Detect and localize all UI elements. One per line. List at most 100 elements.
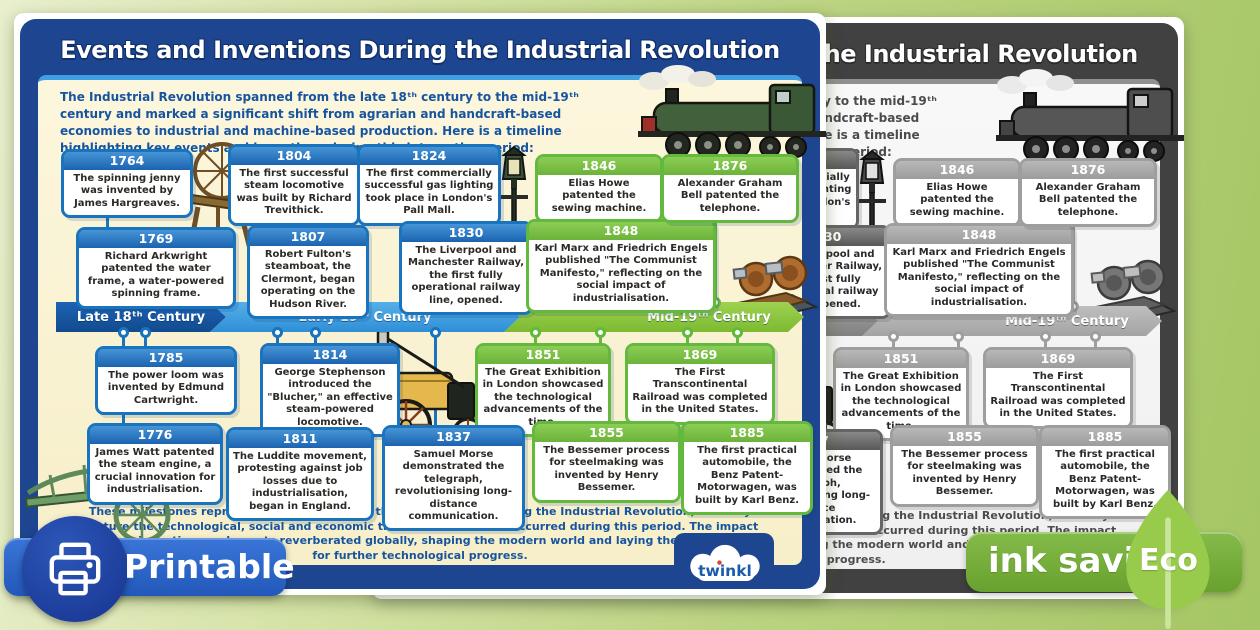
timeline-connector-dot — [118, 327, 129, 338]
event-year: 1811 — [229, 430, 371, 448]
event-year: 1876 — [664, 157, 796, 175]
event-text: Alexander Graham Bell patented the telep… — [677, 178, 783, 214]
timeline-connector-dot — [272, 327, 283, 338]
eco-label: Eco — [1139, 543, 1198, 578]
event-text: The spinning jenny was invented by James… — [73, 173, 181, 209]
era-label: Mid-19ᵗʰ Century — [1005, 313, 1129, 329]
page-title: Events and Inventions During the Industr… — [60, 36, 780, 64]
event-year: 1804 — [231, 147, 357, 165]
event-year: 1885 — [1042, 428, 1168, 446]
ink-saving-badge: ink saving Eco — [962, 488, 1260, 630]
twinkl-wordmark: twinkl — [698, 562, 752, 580]
timeline-layer: The Industrial Revolution spanned from t… — [14, 13, 826, 595]
event-year: 1830 — [402, 224, 530, 242]
printable-badge-circle — [22, 516, 128, 622]
event-text: The Bessemer process for steelmaking was… — [543, 445, 670, 494]
event-year: 1848 — [887, 226, 1071, 244]
event-stem — [144, 328, 147, 350]
timeline-connector-dot — [888, 331, 899, 342]
timeline-connector-dot — [732, 327, 743, 338]
timeline-connector-dot — [140, 327, 151, 338]
event-year: 1851 — [478, 346, 608, 364]
printable-label: Printable — [124, 547, 295, 586]
steam-train-illustration — [638, 65, 826, 158]
event-year: 1869 — [628, 346, 772, 364]
event-year: 1837 — [385, 428, 522, 446]
timeline-connector-dot — [310, 327, 321, 338]
event-text: Robert Fulton's steamboat, the Clermont,… — [260, 249, 356, 310]
event-year: 1776 — [90, 426, 220, 444]
event-text: Elias Howe patented the sewing machine. — [551, 178, 647, 214]
color-page-preview[interactable]: Events and Inventions During the Industr… — [14, 13, 826, 595]
timeline-connector-dot — [530, 327, 541, 338]
eco-leaf-icon — [1126, 489, 1210, 630]
event-text: The Bessemer process for steelmaking was… — [901, 449, 1028, 498]
event-year: 1855 — [535, 424, 678, 442]
event-year: 1851 — [836, 350, 966, 368]
timeline-connector-dot — [595, 327, 606, 338]
era-label: Late 18ᵗʰ Century — [76, 309, 206, 325]
event-year: 1814 — [263, 346, 397, 364]
timeline-connector-dot — [1090, 331, 1101, 342]
event-text: The Liverpool and Manchester Railway, th… — [407, 245, 525, 306]
event-text: The First Transcontinental Railroad was … — [632, 367, 768, 416]
event-text: Richard Arkwright patented the water fra… — [87, 251, 225, 300]
printer-icon — [49, 542, 101, 596]
event-year: 1785 — [98, 349, 234, 367]
timeline-connector-dot — [682, 327, 693, 338]
event-year: 1876 — [1022, 161, 1154, 179]
event-year: 1846 — [896, 161, 1018, 179]
event-text: The first practical automobile, the Benz… — [1052, 449, 1158, 510]
event-year: 1764 — [64, 152, 190, 170]
event-text: George Stephenson introduced the "Bluche… — [267, 367, 393, 428]
twinkl-logo: twinkl — [690, 544, 760, 582]
twinkl-i-dot — [717, 560, 722, 565]
timeline-connector-dot — [430, 327, 441, 338]
event-year: 1824 — [360, 147, 498, 165]
event-year: 1846 — [538, 157, 660, 175]
event-year: 1848 — [529, 222, 713, 240]
era-label: Mid-19ᵗʰ Century — [647, 309, 771, 325]
event-text: The first practical automobile, the Benz… — [694, 445, 800, 506]
event-text: The first commercially successful gas li… — [364, 168, 494, 217]
event-text: Elias Howe patented the sewing machine. — [909, 182, 1005, 218]
event-year: 1769 — [79, 230, 233, 248]
event-text: The power loom was invented by Edmund Ca… — [107, 370, 225, 406]
event-year: 1869 — [986, 350, 1130, 368]
event-text: The First Transcontinental Railroad was … — [990, 371, 1126, 420]
event-text: The Luddite movement, protesting against… — [233, 451, 367, 512]
event-year: 1885 — [684, 424, 810, 442]
event-text: Karl Marx and Friedrich Engels published… — [892, 247, 1066, 308]
event-year: 1855 — [893, 428, 1036, 446]
printable-badge: Printable — [0, 514, 300, 630]
timeline-connector-dot — [1040, 331, 1051, 342]
timeline-connector-dot — [953, 331, 964, 342]
event-text: Alexander Graham Bell patented the telep… — [1035, 182, 1141, 218]
event-text: Karl Marx and Friedrich Engels published… — [534, 243, 708, 304]
event-text: The first successful steam locomotive wa… — [236, 168, 352, 217]
